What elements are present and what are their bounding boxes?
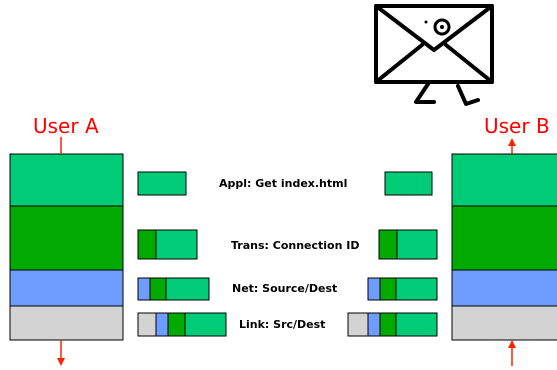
right-link-transport-part [379, 312, 397, 337]
user-a-transport-layer [9, 205, 124, 271]
right-application-data-block [384, 171, 433, 196]
left-link-network-part [155, 312, 169, 337]
right-link-header [347, 312, 369, 337]
user-a-application-layer [9, 153, 124, 207]
left-link-header [137, 312, 157, 337]
user-b-link-layer [451, 305, 557, 341]
user-b-label: User B [484, 114, 550, 138]
link-layer-label: Link: Src/Dest [239, 318, 325, 331]
user-b-stack [451, 153, 557, 341]
network-layer-label: Net: Source/Dest [232, 282, 337, 295]
link-header-row [137, 312, 438, 337]
application-header-row [137, 171, 433, 196]
user-a-output-arrow [57, 340, 65, 366]
left-link-payload [184, 312, 227, 337]
left-network-payload [165, 277, 210, 301]
left-network-header [137, 277, 151, 301]
application-layer-label: Appl: Get index.html [219, 177, 347, 190]
transport-header-row [137, 229, 438, 260]
left-network-transport-part [149, 277, 167, 301]
right-network-payload [395, 277, 438, 301]
right-network-transport-part [379, 277, 397, 301]
network-header-row [137, 277, 438, 301]
right-transport-payload [396, 229, 438, 260]
user-a-network-layer [9, 269, 124, 307]
left-transport-header [137, 229, 157, 260]
user-b-application-layer [451, 153, 557, 207]
user-a-link-layer [9, 305, 124, 341]
user-b-transport-layer [451, 205, 557, 271]
left-transport-payload [155, 229, 198, 260]
right-transport-header [378, 229, 398, 260]
right-link-payload [395, 312, 438, 337]
transport-layer-label: Trans: Connection ID [231, 239, 360, 252]
user-b-input-arrow [508, 340, 516, 366]
right-link-network-part [367, 312, 381, 337]
left-application-data-block [137, 171, 187, 196]
right-network-header [367, 277, 381, 301]
user-a-stack [9, 153, 124, 341]
user-b-output-arrow [508, 138, 516, 154]
user-b-network-layer [451, 269, 557, 307]
envelope-icon [374, 4, 494, 106]
user-a-label: User A [33, 114, 99, 138]
left-link-transport-part [167, 312, 186, 337]
